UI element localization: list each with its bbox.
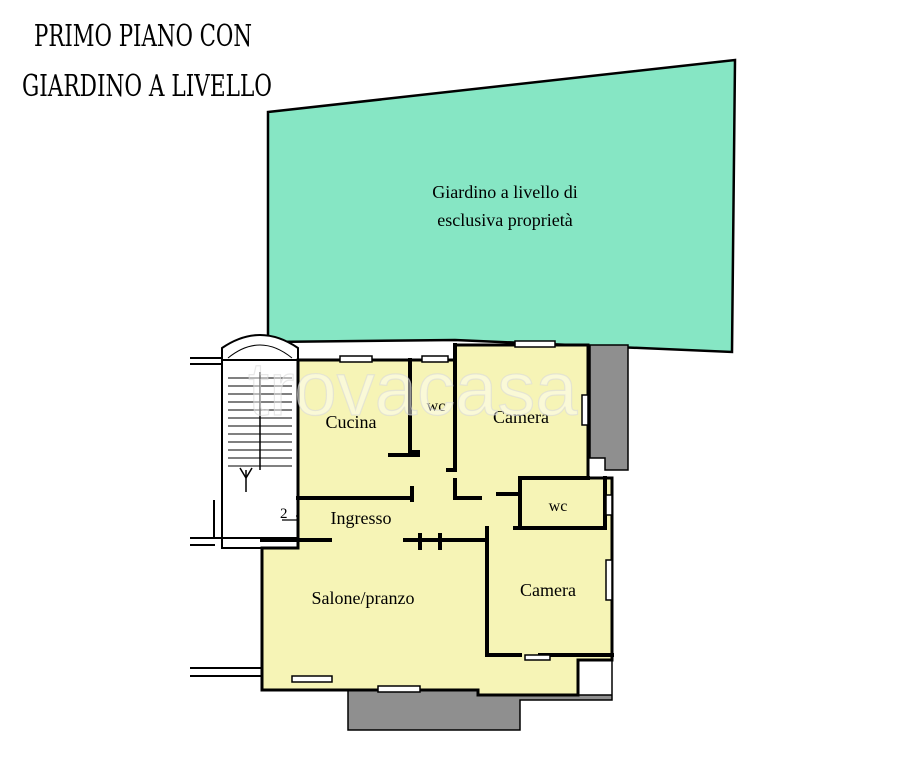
watermark: trovacasa bbox=[248, 347, 578, 432]
title-line-2: GIARDINO A LIVELLO bbox=[22, 69, 272, 104]
stair-steps bbox=[228, 372, 292, 470]
room-label-cucina: Cucina bbox=[326, 412, 377, 432]
room-label-wc-2: wc bbox=[549, 498, 568, 515]
window-markers bbox=[291, 340, 613, 693]
stairwell: 2 bbox=[221, 334, 319, 539]
room-label-ingresso: Ingresso bbox=[331, 508, 392, 528]
exterior-wall-right bbox=[580, 344, 629, 471]
garden-area bbox=[266, 58, 737, 354]
room-label-salone-pranzo: Salone/pranzo bbox=[312, 588, 415, 608]
adjacent-walls bbox=[190, 357, 263, 677]
room-label-camera-2: Camera bbox=[520, 580, 576, 600]
garden-label-line-1: Giardino a livello di bbox=[432, 182, 577, 202]
interior-walls bbox=[260, 343, 614, 657]
stair-number: 2 bbox=[280, 506, 288, 522]
title-line-1: PRIMO PIANO CON bbox=[34, 19, 252, 54]
room-label-wc-1: wc bbox=[427, 398, 446, 415]
garden-label-line-2: esclusiva proprietà bbox=[437, 210, 572, 230]
room-label-camera-1: Camera bbox=[493, 407, 549, 427]
